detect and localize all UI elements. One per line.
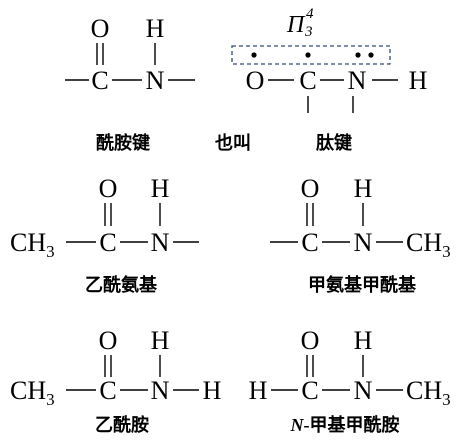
pi-subscript: 3 [304,24,313,40]
atom-n: N [354,376,373,405]
atom-o: O [301,174,320,203]
atom-c: C [99,376,116,405]
atom-n: N [354,228,373,257]
atom-h: H [409,66,428,95]
atom-c: C [99,228,116,257]
atom-h: H [354,326,373,355]
atom-o: O [99,326,118,355]
atom-h: H [249,376,268,405]
atom-h: H [203,376,222,405]
pi-symbol: Π [286,12,306,38]
atom-o: O [91,14,110,43]
atom-o: O [301,326,320,355]
electron-dot [368,52,374,58]
peptide-bond-structure: Π 4 3 O C N H 也叫 肽键 [215,6,428,153]
methyl-group: CH3 [10,228,55,261]
atom-h: H [151,326,170,355]
electron-dot [305,52,311,58]
methyl-group: CH3 [406,228,451,261]
n-methylformamide-structure: O H H C N CH3 N-甲基甲酰胺 [249,326,451,435]
acetylamino-structure: O H CH3 C N 乙酰氨基 [10,174,199,295]
atom-n: N [348,66,367,95]
atom-o: O [246,66,265,95]
atom-n: N [151,376,170,405]
pi-superscript: 4 [306,6,314,22]
caption-n-methylformamide: N-甲基甲酰胺 [290,414,400,435]
caption-methylcarbamoyl: 甲氨基甲酰基 [308,274,417,295]
atom-n: N [146,66,165,95]
caption-amide-bond: 酰胺键 [96,132,150,153]
atom-c: C [299,66,316,95]
atom-c: C [301,376,318,405]
caption-peptide-bond: 肽键 [316,132,352,153]
atom-o: O [99,174,118,203]
methyl-group: CH3 [10,376,55,409]
electron-dot [251,52,257,58]
pi-system-box [231,45,391,65]
atom-n: N [151,228,170,257]
methyl-group: CH3 [406,376,451,409]
atom-h: H [151,174,170,203]
amide-bond-structure: O H C N 酰胺键 [65,14,195,153]
electron-dot [355,52,361,58]
acetamide-structure: O H CH3 C N H 乙酰胺 [10,326,222,435]
methylcarbamoyl-structure: O H C N CH3 甲氨基甲酰基 [270,174,451,295]
atom-c: C [301,228,318,257]
atom-c: C [91,66,108,95]
caption-acetamide: 乙酰胺 [95,414,149,435]
connector-text: 也叫 [215,132,251,153]
atom-h: H [354,174,373,203]
atom-h: H [146,14,165,43]
caption-acetylamino: 乙酰氨基 [85,274,158,295]
